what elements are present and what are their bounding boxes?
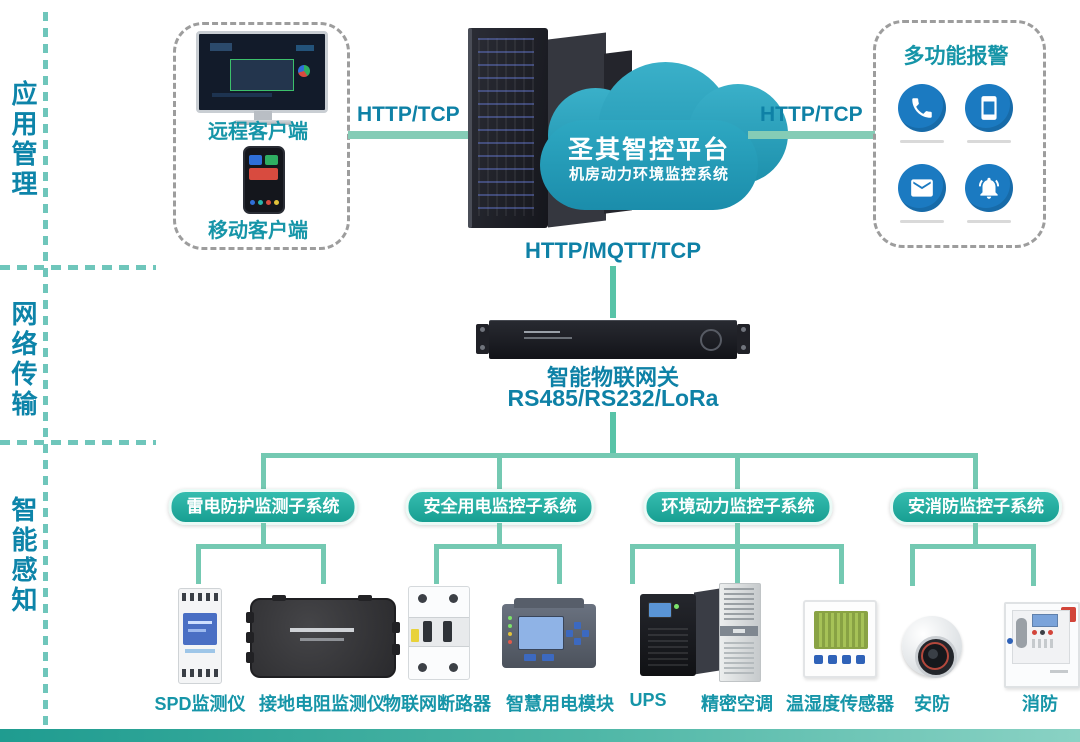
- device-label-ground: 接地电阻监测仪: [259, 694, 385, 714]
- icon-shadow: [967, 220, 1011, 223]
- tree-stub-3: [735, 453, 740, 491]
- subsystem-pill-environment: 环境动力监控子系统: [643, 489, 833, 525]
- icon-shadow: [900, 220, 944, 223]
- alarm-title: 多功能报警: [903, 45, 1009, 68]
- branch-line: [557, 544, 562, 584]
- tree-stub-1: [261, 453, 266, 491]
- device-label-fire: 消防: [1022, 694, 1058, 714]
- branch-line: [434, 544, 562, 549]
- branch-line: [839, 544, 844, 584]
- rail-divider-2: [0, 440, 156, 445]
- device-label-sensor: 温湿度传感器: [786, 694, 894, 714]
- mobile-phone-image: [243, 146, 285, 214]
- tree-horizontal-line: [261, 453, 978, 458]
- branch-line: [261, 523, 266, 548]
- subsystem-pill-fire: 安消防监控子系统: [890, 489, 1062, 525]
- device-ups-image: [640, 587, 728, 678]
- desktop-monitor-image: [196, 31, 328, 127]
- device-fire-panel-image: [1004, 602, 1080, 688]
- device-iot-breaker-image: [408, 586, 470, 680]
- branch-line: [735, 523, 740, 584]
- connector-left-line: [348, 131, 472, 139]
- device-spd-monitor-image: [178, 588, 222, 684]
- rail-label-perception: 智能感知: [8, 496, 38, 616]
- mobile-client-label: 移动客户端: [208, 220, 308, 242]
- device-label-security: 安防: [914, 694, 950, 714]
- branch-line: [1031, 544, 1036, 586]
- axis-line-lower: [610, 412, 616, 457]
- branch-line: [910, 544, 1036, 549]
- branch-line: [196, 544, 201, 584]
- subsystem-pill-lightning: 雷电防护监测子系统: [168, 489, 358, 525]
- gateway-subtitle: RS485/RS232/LoRa: [507, 385, 719, 411]
- smartphone-icon: [965, 84, 1013, 132]
- protocol-right-label: HTTP/TCP: [760, 103, 863, 126]
- rail-label-network: 网络传输: [8, 300, 38, 420]
- protocol-left-label: HTTP/TCP: [357, 103, 460, 126]
- branch-line: [630, 544, 635, 584]
- device-smart-power-module-image: [502, 598, 596, 668]
- branch-line: [321, 544, 326, 584]
- branch-line: [434, 544, 439, 584]
- device-precision-ac-image: [719, 583, 761, 682]
- device-label-breaker: 物联网断路器: [383, 694, 491, 714]
- tree-stub-2: [497, 453, 502, 491]
- branch-line: [497, 523, 502, 548]
- device-temp-humidity-sensor-image: [803, 600, 877, 678]
- device-label-module: 智慧用电模块: [506, 694, 614, 714]
- device-label-ac: 精密空调: [701, 694, 773, 714]
- footer-bar: [0, 729, 1080, 742]
- icon-shadow: [967, 140, 1011, 143]
- rail-divider-1: [0, 265, 156, 270]
- branch-line: [196, 544, 326, 549]
- platform-subtitle: 机房动力环境监控系统: [568, 166, 729, 183]
- device-security-camera-image: [900, 614, 964, 680]
- rail-vertical-dashed-line: [43, 12, 48, 740]
- alarm-box: [873, 20, 1046, 248]
- device-label-spd: SPD监测仪: [154, 694, 246, 714]
- subsystem-pill-electric: 安全用电监控子系统: [405, 489, 595, 525]
- gateway-title: 智能物联网关: [546, 365, 680, 390]
- branch-line: [630, 544, 842, 549]
- tree-stub-4: [973, 453, 978, 491]
- connector-right-line: [748, 131, 875, 139]
- device-ground-resistance-image: [246, 595, 400, 678]
- branch-line: [910, 544, 915, 586]
- protocol-center-label: HTTP/MQTT/TCP: [525, 238, 701, 263]
- bell-icon: [965, 164, 1013, 212]
- branch-line: [973, 523, 978, 548]
- axis-line-upper: [610, 266, 616, 318]
- mail-icon: [898, 164, 946, 212]
- phone-icon: [898, 84, 946, 132]
- platform-title: 圣其智控平台: [567, 136, 730, 164]
- remote-client-label: 远程客户端: [208, 121, 308, 143]
- rail-label-application: 应用管理: [8, 80, 38, 200]
- icon-shadow: [900, 140, 944, 143]
- device-label-ups: UPS: [629, 690, 667, 710]
